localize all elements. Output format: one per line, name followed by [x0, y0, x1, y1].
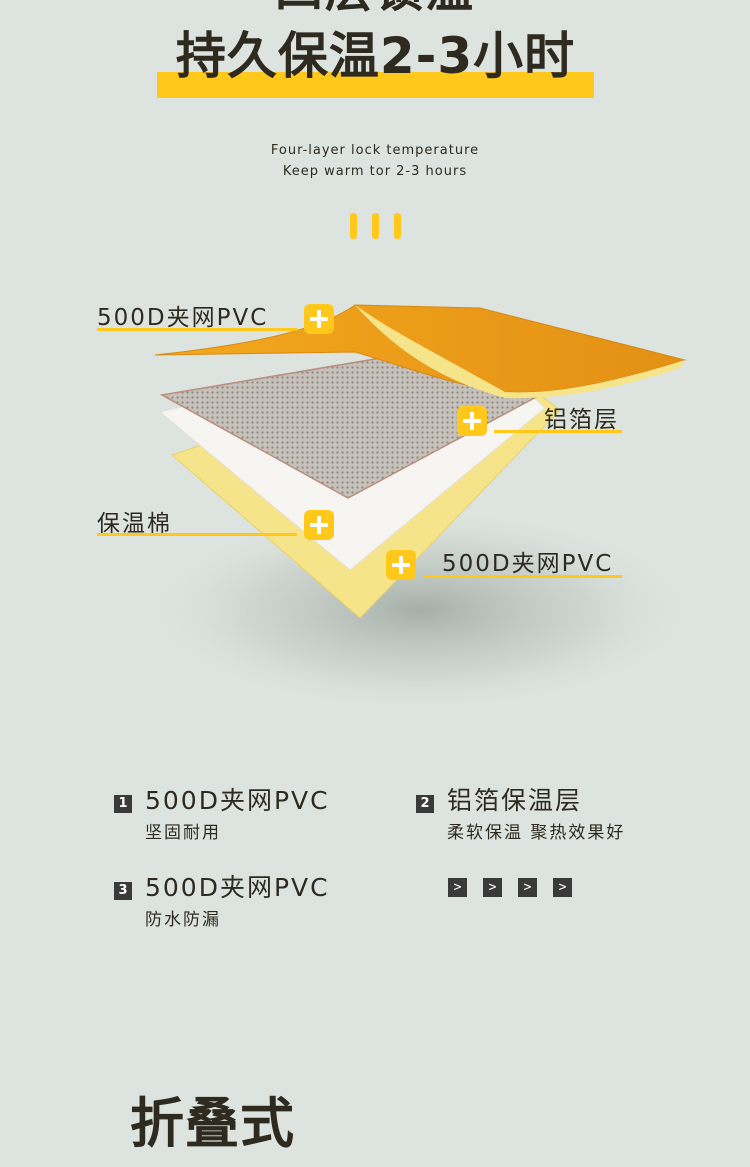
callout-label-cotton: 保温棉 [97, 511, 172, 537]
number-badge: 1 [114, 795, 132, 813]
deco-bar [394, 213, 401, 239]
callout-line [97, 533, 297, 536]
plus-icon[interactable] [304, 304, 334, 334]
chevron-right-icon[interactable]: > [518, 878, 537, 897]
section-title-folding: 折叠式 [130, 1092, 295, 1155]
number-badge: 3 [114, 882, 132, 900]
chevron-right-icon[interactable]: > [483, 878, 502, 897]
page-headline: 持久保温2-3小时 [175, 27, 576, 85]
material-layers-illustration [140, 304, 700, 715]
deco-bar [350, 213, 357, 239]
feature-desc: 柔软保温 聚热效果好 [447, 823, 626, 843]
subtitle-line-1: Four-layer lock temperature [270, 143, 480, 158]
subtitle-line-2: Keep warm tor 2-3 hours [282, 164, 468, 179]
plus-icon[interactable] [457, 406, 487, 436]
feature-title: 500D夹网PVC [145, 786, 330, 815]
chevron-right-icon[interactable]: > [553, 878, 572, 897]
callout-label-pvc-top: 500D夹网PVC [97, 305, 269, 331]
plus-icon[interactable] [386, 550, 416, 580]
callout-line [424, 575, 622, 578]
callout-line [97, 328, 297, 331]
plus-icon[interactable] [304, 510, 334, 540]
layer-orange-edge [355, 305, 685, 399]
feature-desc: 坚固耐用 [145, 823, 221, 843]
feature-title: 铝箔保温层 [447, 786, 583, 815]
decorative-bars [350, 213, 402, 239]
feature-desc: 防水防漏 [145, 910, 221, 930]
number-badge: 2 [416, 795, 434, 813]
deco-bar [372, 213, 379, 239]
headline-block: 持久保温2-3小时 [157, 26, 594, 98]
callout-line [494, 430, 622, 433]
callout-label-pvc-bottom: 500D夹网PVC [442, 551, 614, 577]
previous-heading-cut: 四层锁温 [0, 0, 750, 14]
feature-title: 500D夹网PVC [145, 873, 330, 902]
callout-label-foil: 铝箔层 [544, 407, 619, 433]
chevron-right-icon[interactable]: > [448, 878, 467, 897]
drop-shadow [140, 505, 700, 715]
headline-highlight-bar [157, 72, 594, 98]
